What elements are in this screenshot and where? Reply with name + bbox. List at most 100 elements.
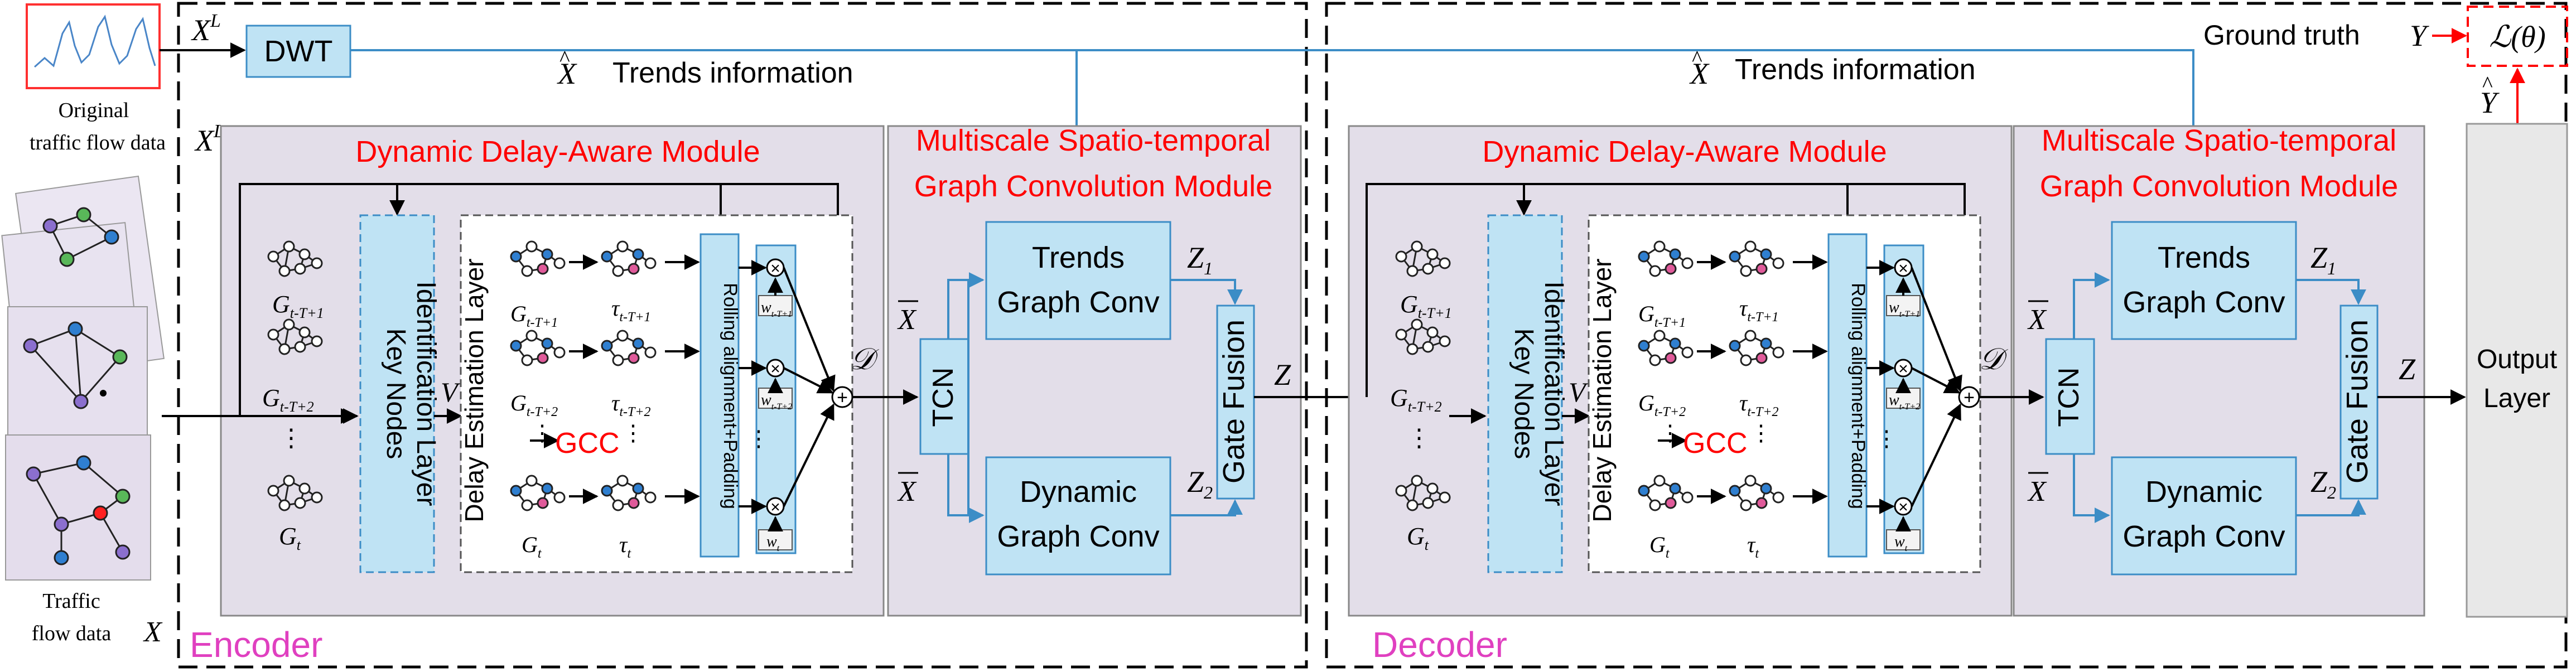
enc-tau-top: τt-T+1 — [611, 296, 651, 325]
dec-mst-title-line2: Graph Convolution Module — [2040, 170, 2398, 203]
enc-gate-fusion — [1216, 304, 1255, 500]
traffic-label-line1: Traffic — [42, 589, 100, 613]
output-line2: Layer — [2483, 384, 2550, 413]
enc-g-sub-mid: Gt-T+2 — [510, 390, 558, 419]
dec-key-nodes-layer — [1487, 214, 1563, 573]
loss-label: ℒ(θ) — [2489, 20, 2545, 54]
decoder-label: Decoder — [1372, 625, 1507, 665]
dec-key-nodes-line2: Identification Layer — [1539, 282, 1569, 506]
enc-w-top: wt-T+1 — [761, 299, 792, 319]
enc-tau-dots: ⋮ — [622, 420, 644, 446]
dec-weight-multipliers: × × × — [1866, 258, 1921, 550]
enc-xbar-top: X — [897, 304, 917, 336]
dec-z1: Z1 — [2310, 241, 2336, 278]
dec-dyn-conv — [2111, 456, 2297, 576]
dec-xbar-top: X — [2027, 304, 2047, 336]
dec-tcn-box — [2045, 338, 2095, 455]
enc-dyn-conv-line2: Graph Conv — [997, 520, 1159, 553]
dec-g-sub-mid: Gt-T+2 — [1638, 390, 1686, 419]
enc-key-nodes-layer — [359, 214, 435, 573]
output-line1: Output — [2477, 345, 2557, 374]
encoder-frame — [177, 2, 1308, 669]
original-label-line2: traffic flow data — [30, 131, 166, 154]
loss-box — [2467, 6, 2568, 67]
dec-delay-title: Dynamic Delay-Aware Module — [1482, 135, 1887, 168]
dec-w-bot: wt — [1894, 533, 1908, 553]
dec-gcc-label: GCC — [1683, 427, 1748, 460]
dec-rolling-alignment — [1827, 233, 1868, 558]
dec-xbar-bot: X — [2027, 476, 2047, 507]
enc-dyn-conv-line1: Dynamic — [1020, 475, 1137, 509]
enc-tcn-label: TCN — [927, 368, 959, 427]
dec-delay-est-label: Delay Estimation Layer — [1588, 259, 1617, 523]
svg-text:+: + — [1964, 387, 1975, 408]
yhat-symbol: Y — [2480, 86, 2500, 119]
dec-tau-bot: τt — [1747, 532, 1759, 561]
enc-gcc-label: GCC — [555, 427, 620, 460]
enc-mst-title-line1: Multiscale Spatio-temporal — [916, 124, 1271, 157]
dec-tau-dots: ⋮ — [1750, 420, 1772, 446]
dec-g-bot: Gt — [1407, 523, 1429, 553]
dec-g-top: Gt-T+1 — [1400, 291, 1452, 321]
enc-w-dots: ⋮ — [747, 426, 770, 451]
dec-trends-conv-line2: Graph Conv — [2122, 286, 2285, 319]
enc-gate-fusion-label: Gate Fusion — [1217, 320, 1251, 484]
enc-g-bot: Gt — [279, 523, 301, 553]
dec-key-nodes-line1: Key Nodes — [1509, 328, 1538, 460]
dwt-label: DWT — [264, 35, 333, 68]
xhat-left: X — [557, 57, 577, 90]
y-symbol: Y — [2410, 19, 2429, 52]
svg-text:×: × — [770, 259, 780, 278]
dec-w-top: wt-T+1 — [1889, 299, 1920, 319]
svg-text:×: × — [770, 498, 780, 516]
enc-delay-est-label: Delay Estimation Layer — [460, 259, 489, 523]
dec-gate-fusion — [2339, 304, 2379, 500]
enc-key-nodes-line1: Key Nodes — [381, 328, 411, 460]
enc-delay-title: Dynamic Delay-Aware Module — [355, 135, 760, 168]
dec-g-mid: Gt-T+2 — [1390, 384, 1442, 415]
enc-key-nodes-line2: Identification Layer — [411, 282, 441, 506]
dec-rolling-label: Rolling alignment+Padding — [1847, 283, 1869, 509]
output-layer — [2466, 123, 2568, 618]
dec-g-sub-dots: ⋮ — [1659, 420, 1681, 446]
dec-gate-fusion-label: Gate Fusion — [2341, 320, 2374, 484]
enc-w-mid: wt-T+2 — [761, 391, 792, 412]
enc-mst-title-line2: Graph Convolution Module — [914, 170, 1272, 203]
enc-g-dots: ⋮ — [279, 424, 303, 452]
dec-z: Z — [2399, 352, 2416, 386]
yhat-hat: ^ — [2482, 71, 2493, 96]
enc-v-symbol: V — [441, 376, 461, 408]
dec-dyn-conv-line1: Dynamic — [2145, 475, 2263, 509]
original-data-thumbnail — [26, 3, 161, 89]
traffic-label-line2: flow data — [32, 622, 112, 645]
dec-trends-conv-line1: Trends — [2158, 241, 2250, 274]
enc-trends-conv — [985, 221, 1171, 340]
enc-z: Z — [1274, 358, 1291, 391]
dec-tcn-label: TCN — [2053, 368, 2085, 427]
svg-text:×: × — [1898, 498, 1908, 516]
dec-g-sub-bot: Gt — [1649, 532, 1670, 561]
enc-rolling-label: Rolling alignment+Padding — [720, 283, 741, 509]
dec-dyn-conv-line2: Graph Conv — [2122, 520, 2285, 553]
enc-tau-mid: τt-T+2 — [611, 390, 651, 419]
enc-z2: Z2 — [1187, 465, 1213, 502]
xl-symbol-top: XL — [191, 11, 221, 47]
xhat-right: X — [1689, 57, 1710, 90]
dec-g-sub-top: Gt-T+1 — [1638, 301, 1686, 330]
enc-z1: Z1 — [1187, 241, 1213, 278]
svg-text:+: + — [837, 387, 848, 408]
dec-z2: Z2 — [2310, 465, 2336, 502]
trends-info-right: Trends information — [1735, 54, 1976, 86]
enc-g-sub-dots: ⋮ — [531, 420, 553, 446]
enc-dyn-conv — [985, 456, 1171, 576]
original-label-line1: Original — [59, 99, 129, 122]
svg-text:×: × — [770, 360, 780, 378]
enc-rolling-alignment — [700, 233, 740, 558]
enc-trends-conv-line2: Graph Conv — [997, 286, 1159, 319]
dec-mst-title-line1: Multiscale Spatio-temporal — [2042, 124, 2396, 157]
enc-g-top: Gt-T+1 — [272, 291, 324, 321]
dec-tau-mid: τt-T+2 — [1739, 390, 1779, 419]
trends-info-left: Trends information — [612, 57, 853, 89]
dec-trends-conv — [2111, 221, 2297, 340]
